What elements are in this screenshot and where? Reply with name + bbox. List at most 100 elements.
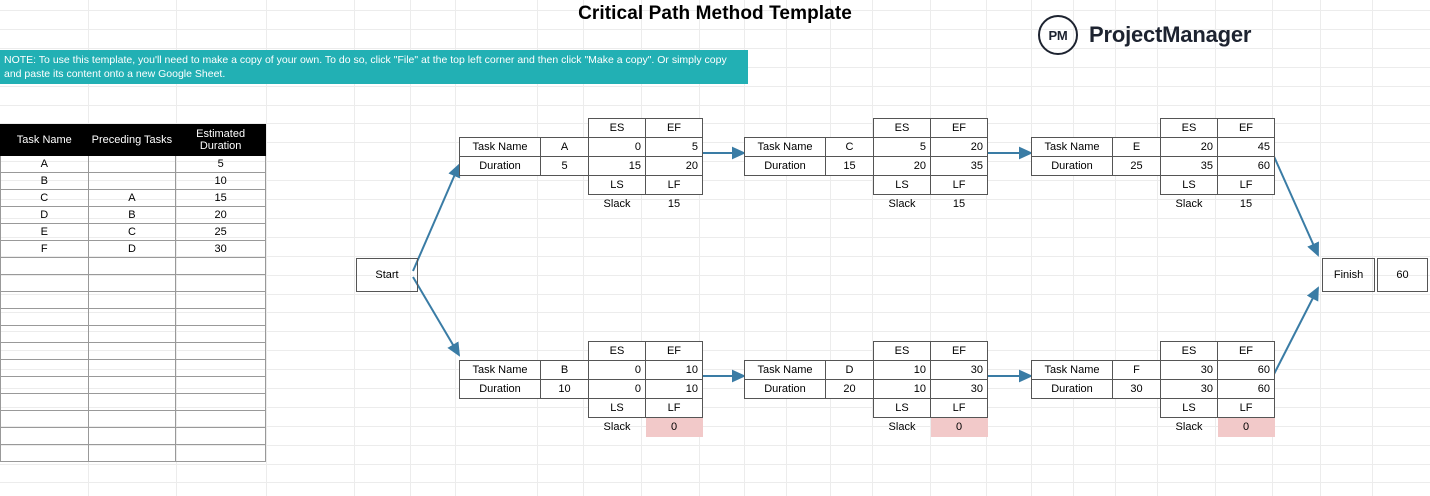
task-name-cell[interactable]: E: [0, 223, 89, 241]
lf-value[interactable]: 60: [1217, 156, 1275, 176]
preceding-tasks-cell[interactable]: [87, 308, 177, 326]
estimated-duration-cell[interactable]: 25: [175, 223, 266, 241]
ls-value[interactable]: 35: [1160, 156, 1218, 176]
table-row[interactable]: [0, 376, 266, 394]
estimated-duration-cell[interactable]: 5: [175, 155, 266, 173]
slack-value[interactable]: 0: [930, 417, 988, 437]
preceding-tasks-cell[interactable]: D: [87, 240, 177, 258]
slack-value[interactable]: 0: [645, 417, 703, 437]
task-name-value[interactable]: D: [825, 360, 874, 380]
preceding-tasks-cell[interactable]: [87, 410, 177, 428]
lf-value[interactable]: 35: [930, 156, 988, 176]
task-name-cell[interactable]: [0, 393, 89, 411]
estimated-duration-cell[interactable]: [175, 291, 266, 309]
table-row[interactable]: [0, 342, 266, 360]
task-name-value[interactable]: C: [825, 137, 874, 157]
task-name-cell[interactable]: [0, 274, 89, 292]
preceding-tasks-cell[interactable]: [87, 172, 177, 190]
estimated-duration-cell[interactable]: [175, 427, 266, 445]
task-name-value[interactable]: B: [540, 360, 589, 380]
estimated-duration-cell[interactable]: 20: [175, 206, 266, 224]
preceding-tasks-cell[interactable]: [87, 376, 177, 394]
preceding-tasks-cell[interactable]: [87, 359, 177, 377]
preceding-tasks-cell[interactable]: [87, 257, 177, 275]
table-row[interactable]: [0, 410, 266, 428]
task-name-value[interactable]: A: [540, 137, 589, 157]
estimated-duration-cell[interactable]: [175, 308, 266, 326]
ls-value[interactable]: 20: [873, 156, 931, 176]
task-name-cell[interactable]: A: [0, 155, 89, 173]
task-name-cell[interactable]: [0, 342, 89, 360]
preceding-tasks-cell[interactable]: [87, 393, 177, 411]
table-row[interactable]: [0, 325, 266, 343]
ef-value[interactable]: 10: [645, 360, 703, 380]
duration-value[interactable]: 20: [825, 379, 874, 399]
lf-value[interactable]: 10: [645, 379, 703, 399]
task-name-value[interactable]: F: [1112, 360, 1161, 380]
preceding-tasks-cell[interactable]: [87, 325, 177, 343]
estimated-duration-cell[interactable]: 30: [175, 240, 266, 258]
task-name-value[interactable]: E: [1112, 137, 1161, 157]
table-row[interactable]: [0, 444, 266, 462]
preceding-tasks-cell[interactable]: [87, 342, 177, 360]
preceding-tasks-cell[interactable]: [87, 427, 177, 445]
table-row[interactable]: [0, 427, 266, 445]
estimated-duration-cell[interactable]: [175, 410, 266, 428]
estimated-duration-cell[interactable]: [175, 444, 266, 462]
task-name-cell[interactable]: [0, 257, 89, 275]
table-row[interactable]: [0, 359, 266, 377]
ef-value[interactable]: 60: [1217, 360, 1275, 380]
ls-value[interactable]: 0: [588, 379, 646, 399]
es-value[interactable]: 30: [1160, 360, 1218, 380]
preceding-tasks-cell[interactable]: [87, 274, 177, 292]
duration-value[interactable]: 5: [540, 156, 589, 176]
preceding-tasks-cell[interactable]: [87, 291, 177, 309]
task-name-cell[interactable]: [0, 359, 89, 377]
es-value[interactable]: 5: [873, 137, 931, 157]
task-name-cell[interactable]: [0, 410, 89, 428]
slack-value[interactable]: 15: [952, 198, 966, 211]
preceding-tasks-cell[interactable]: A: [87, 189, 177, 207]
es-value[interactable]: 10: [873, 360, 931, 380]
estimated-duration-cell[interactable]: [175, 376, 266, 394]
task-name-cell[interactable]: C: [0, 189, 89, 207]
slack-value[interactable]: 15: [667, 198, 681, 211]
preceding-tasks-cell[interactable]: [87, 444, 177, 462]
table-row[interactable]: [0, 308, 266, 326]
table-row[interactable]: [0, 274, 266, 292]
es-value[interactable]: 20: [1160, 137, 1218, 157]
ef-value[interactable]: 45: [1217, 137, 1275, 157]
task-name-cell[interactable]: [0, 444, 89, 462]
estimated-duration-cell[interactable]: [175, 393, 266, 411]
task-name-cell[interactable]: B: [0, 172, 89, 190]
preceding-tasks-cell[interactable]: [87, 155, 177, 173]
table-row[interactable]: [0, 393, 266, 411]
ef-value[interactable]: 5: [645, 137, 703, 157]
ls-value[interactable]: 10: [873, 379, 931, 399]
es-value[interactable]: 0: [588, 360, 646, 380]
estimated-duration-cell[interactable]: [175, 274, 266, 292]
task-name-cell[interactable]: [0, 427, 89, 445]
task-name-cell[interactable]: [0, 308, 89, 326]
duration-value[interactable]: 15: [825, 156, 874, 176]
table-row[interactable]: [0, 291, 266, 309]
ef-value[interactable]: 30: [930, 360, 988, 380]
ls-value[interactable]: 15: [588, 156, 646, 176]
duration-value[interactable]: 25: [1112, 156, 1161, 176]
estimated-duration-cell[interactable]: [175, 257, 266, 275]
estimated-duration-cell[interactable]: [175, 359, 266, 377]
task-name-cell[interactable]: F: [0, 240, 89, 258]
estimated-duration-cell[interactable]: [175, 342, 266, 360]
ef-value[interactable]: 20: [930, 137, 988, 157]
preceding-tasks-cell[interactable]: B: [87, 206, 177, 224]
